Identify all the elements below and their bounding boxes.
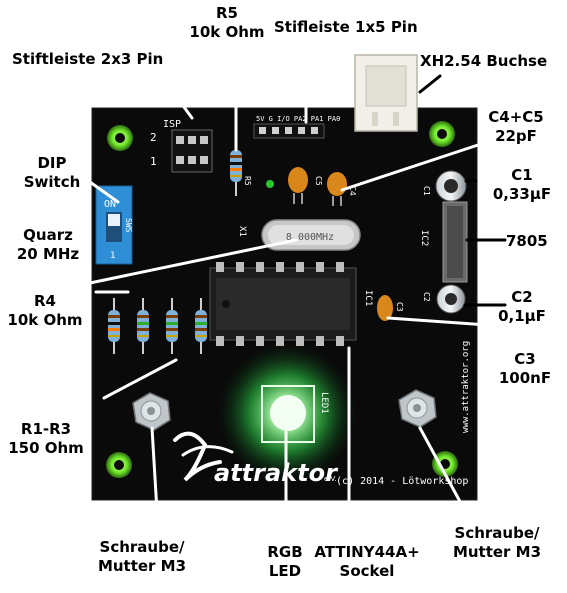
dip-switch	[95, 185, 133, 265]
label-screw-left-line1: Schraube/	[99, 538, 185, 556]
silk-c5: C5	[314, 176, 323, 186]
label-c2-line2: 0,1µF	[498, 307, 546, 325]
label-dip-line2: Switch	[23, 173, 81, 191]
label-r4-line2: 10k Ohm	[7, 311, 83, 329]
callout-lines-white	[81, 32, 504, 540]
label-screw-right: Schraube/ Mutter M3	[440, 524, 554, 562]
silk-c1: C1	[422, 186, 431, 196]
label-c3-line2: 100nF	[498, 369, 552, 387]
silk-c2: C2	[422, 292, 431, 302]
crystal-marking: 8.000MHz	[286, 232, 334, 243]
silk-header-pins: 5V G I/O PA2 PA1 PA0	[256, 115, 340, 123]
dip-sws: SWS	[124, 218, 133, 233]
silk-ic2: IC2	[419, 230, 429, 246]
label-quarz: Quarz 20 MHz	[8, 226, 88, 264]
silk-isp: ISP	[163, 119, 181, 130]
c3-capacitor	[377, 295, 393, 321]
silk-pin1: 1	[150, 155, 157, 168]
regulator-7805	[442, 201, 468, 283]
label-dip: DIP Switch	[14, 154, 90, 192]
silk-r5: R5	[243, 176, 252, 186]
label-c1: C1 0,33µF	[480, 166, 564, 204]
label-c4c5-line2: 22pF	[495, 127, 537, 145]
label-quarz-line2: 20 MHz	[16, 245, 80, 263]
label-c4c5: C4+C5 22pF	[470, 108, 562, 146]
dip-on: ON	[104, 199, 116, 210]
label-r4-line1: R4	[34, 292, 56, 310]
silk-ic1: IC1	[363, 290, 373, 306]
callout-lines-black	[418, 74, 507, 307]
label-stiftleiste-2x3: Stiftleiste 2x3 Pin	[12, 50, 164, 68]
silk-c4: C4	[348, 186, 357, 196]
label-screw-right-line1: Schraube/	[454, 524, 540, 542]
logo-text: attraktor	[214, 459, 339, 487]
attraktor-logo	[173, 431, 234, 482]
label-r1r3-line2: 150 Ohm	[8, 439, 84, 457]
screw-right	[398, 389, 437, 428]
label-dip-line1: DIP	[37, 154, 67, 172]
small-led	[266, 180, 274, 188]
label-screw-right-line2: Mutter M3	[452, 543, 542, 561]
dip-1: 1	[110, 251, 115, 261]
label-c1-line2: 0,33µF	[492, 185, 552, 203]
silk-c3: C3	[395, 302, 404, 312]
isp-header	[171, 129, 213, 173]
label-screw-left-line2: Mutter M3	[97, 557, 187, 575]
label-c2: C2 0,1µF	[486, 288, 558, 326]
xh-socket	[354, 54, 418, 132]
silk-workshop: (c) 2014 - Lötworkshop	[336, 476, 468, 487]
attiny-socket	[209, 262, 357, 346]
label-r1r3-line1: R1-R3	[20, 420, 72, 438]
label-r5: R5 10k Ohm	[178, 4, 276, 42]
label-rgb-line1: RGB	[267, 543, 303, 561]
label-stifleiste-1x5: Stifleiste 1x5 Pin	[274, 18, 418, 36]
label-xh-buchse: XH2.54 Buchse	[420, 52, 548, 70]
label-r1r3: R1-R3 150 Ohm	[2, 420, 90, 458]
label-attiny: ATTINY44A+ Sockel	[306, 543, 428, 581]
label-quarz-line1: Quarz	[23, 226, 73, 244]
label-r5-line1: R5	[216, 4, 238, 22]
silk-url: www.attraktor.org	[461, 341, 471, 433]
pin-header-1x5	[253, 123, 325, 139]
label-attiny-line2: Sockel	[339, 562, 395, 580]
silk-led1: LED1	[319, 392, 329, 414]
c4-c5-capacitors	[288, 167, 347, 206]
label-c4c5-line1: C4+C5	[488, 108, 544, 126]
label-rgb-led: RGB LED	[252, 543, 318, 581]
label-c1-line1: C1	[511, 166, 533, 184]
label-c3: C3 100nF	[488, 350, 562, 388]
c1-capacitor	[435, 170, 467, 202]
label-c3-line1: C3	[514, 350, 536, 368]
resistors-r1-r4	[108, 298, 207, 354]
label-rgb-line2: LED	[268, 562, 302, 580]
screw-left	[132, 392, 171, 431]
silk-x1: X1	[237, 226, 247, 237]
silk-pin2: 2	[150, 131, 157, 144]
label-r4: R4 10k Ohm	[2, 292, 88, 330]
label-screw-left: Schraube/ Mutter M3	[88, 538, 196, 576]
label-r5-line2: 10k Ohm	[189, 23, 265, 41]
label-c2-line1: C2	[511, 288, 533, 306]
rgb-led	[217, 343, 357, 483]
label-attiny-line1: ATTINY44A+	[314, 543, 420, 561]
c2-capacitor	[436, 284, 466, 314]
corner-pads	[106, 121, 458, 478]
logo-ev: e.V.	[324, 475, 337, 483]
label-7805: 7805	[506, 232, 548, 250]
